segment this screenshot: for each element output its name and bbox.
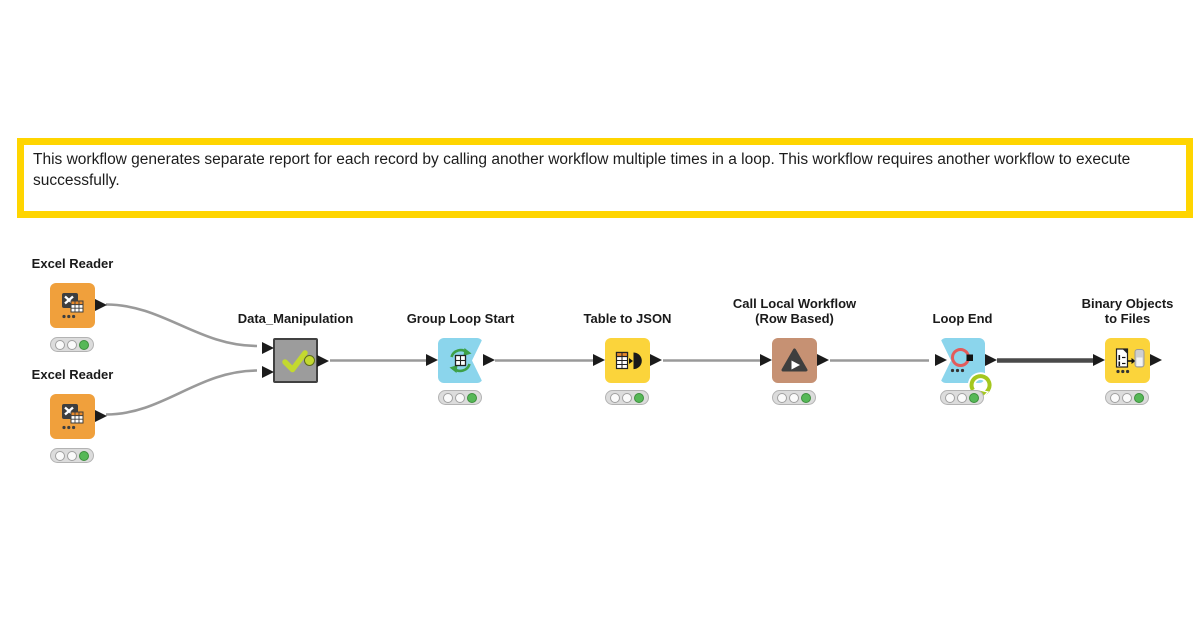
node-label: Excel Reader <box>31 256 114 271</box>
traffic-lamp-green <box>79 339 89 350</box>
traffic-lamp-green <box>969 392 979 403</box>
traffic-lamp-red <box>443 392 453 403</box>
loop-refresh-table-icon <box>449 348 472 373</box>
traffic-lamp-red <box>55 339 65 350</box>
traffic-lamp-yellow <box>957 392 967 403</box>
input-port[interactable] <box>593 354 605 366</box>
node-call-local-workflow: Call Local Workflow (Row Based) <box>733 296 856 405</box>
traffic-light <box>50 337 94 352</box>
node-label: Binary Objects to Files <box>1081 296 1174 326</box>
input-port-2[interactable] <box>262 366 274 378</box>
connection-excel1-datamanip[interactable] <box>105 303 258 348</box>
output-port[interactable] <box>1150 354 1162 366</box>
connection-excel2-datamanip[interactable] <box>105 369 258 416</box>
node-label: Table to JSON <box>583 311 672 326</box>
node-loop-end: Loop End <box>933 311 997 405</box>
node-body-data-manipulation[interactable] <box>262 338 329 383</box>
output-port[interactable] <box>817 354 829 366</box>
node-data-manipulation: Data_Manipulation <box>238 311 353 383</box>
traffic-lamp-red <box>1110 392 1120 403</box>
output-port[interactable] <box>985 354 997 366</box>
node-body-excel-reader-1[interactable] <box>50 283 107 328</box>
excel-table-icon <box>62 404 84 430</box>
annotation-text: This workflow generates separate report … <box>33 151 1131 189</box>
workflow-annotation[interactable]: This workflow generates separate report … <box>17 138 1193 218</box>
binary-to-files-icon <box>1115 348 1145 374</box>
node-body-excel-reader-2[interactable] <box>50 394 107 439</box>
component-status-dot <box>304 355 315 366</box>
node-binary-objects-to-files: Binary Objects to Files <box>1082 296 1173 405</box>
traffic-light <box>940 390 984 405</box>
traffic-lamp-yellow <box>67 450 77 461</box>
excel-table-icon <box>62 293 84 319</box>
loop-start-notch <box>472 338 483 383</box>
traffic-light <box>1105 390 1149 405</box>
traffic-lamp-yellow <box>455 392 465 403</box>
traffic-light <box>50 448 94 463</box>
input-port-1[interactable] <box>262 342 274 354</box>
input-port[interactable] <box>935 354 947 366</box>
node-excel-reader-1: Excel Reader <box>32 256 113 352</box>
traffic-lamp-red <box>945 392 955 403</box>
traffic-lamp-red <box>55 450 65 461</box>
checkmark-icon <box>282 350 308 373</box>
node-body-table-to-json[interactable] <box>593 338 662 383</box>
traffic-lamp-yellow <box>789 392 799 403</box>
traffic-light <box>772 390 816 405</box>
traffic-lamp-red <box>610 392 620 403</box>
table-to-json-icon <box>615 351 642 370</box>
traffic-lamp-green <box>634 392 644 403</box>
node-label: Group Loop Start <box>406 311 515 326</box>
node-label: Loop End <box>932 311 993 326</box>
node-group-loop-start: Group Loop Start <box>407 311 514 405</box>
node-excel-reader-2: Excel Reader <box>32 367 113 463</box>
traffic-lamp-red <box>777 392 787 403</box>
output-port[interactable] <box>650 354 662 366</box>
traffic-lamp-yellow <box>67 339 77 350</box>
workflow-call-triangle-icon <box>781 348 808 372</box>
loop-end-circle-icon <box>950 348 973 373</box>
node-body-loop-end[interactable] <box>935 338 997 383</box>
node-body-call-local-workflow[interactable] <box>760 338 829 383</box>
output-port[interactable] <box>95 299 107 311</box>
traffic-light <box>605 390 649 405</box>
node-label: Data_Manipulation <box>237 311 354 326</box>
traffic-lamp-yellow <box>622 392 632 403</box>
node-body-binary-objects-to-files[interactable] <box>1093 338 1162 383</box>
traffic-lamp-green <box>801 392 811 403</box>
input-port[interactable] <box>1093 354 1105 366</box>
node-body-group-loop-start[interactable] <box>426 338 495 383</box>
input-port[interactable] <box>426 354 438 366</box>
output-port[interactable] <box>317 355 329 367</box>
input-port[interactable] <box>760 354 772 366</box>
traffic-lamp-green <box>79 450 89 461</box>
traffic-lamp-yellow <box>1122 392 1132 403</box>
output-port[interactable] <box>95 410 107 422</box>
node-label: Call Local Workflow (Row Based) <box>732 296 857 326</box>
node-label: Excel Reader <box>31 367 114 382</box>
traffic-lamp-green <box>467 392 477 403</box>
node-table-to-json: Table to JSON <box>584 311 671 405</box>
traffic-lamp-green <box>1134 392 1144 403</box>
traffic-light <box>438 390 482 405</box>
output-port[interactable] <box>483 354 495 366</box>
